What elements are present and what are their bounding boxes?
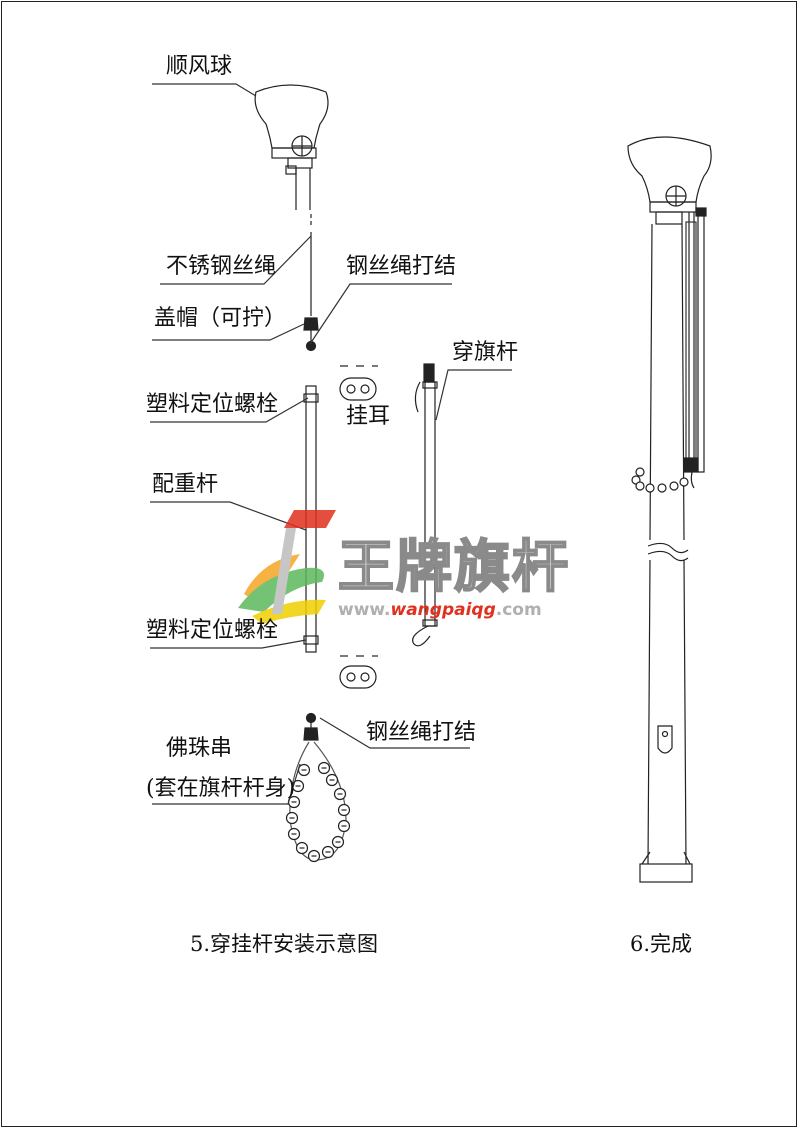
label-bead-note: (套在旗杆杆身)	[146, 776, 296, 801]
watermark-logo-mark	[238, 510, 336, 624]
label-wire-rope: 不锈钢丝绳	[166, 254, 277, 279]
ring-bead	[635, 467, 645, 477]
label-pass-pole: 穿旗杆	[452, 340, 519, 365]
watermark-url: www.wangpaiqg.com	[338, 602, 542, 619]
label-knot-top: 钢丝绳打结	[346, 254, 457, 279]
watermark-url-pre: www.	[338, 600, 391, 620]
bead-ring-on-pole	[631, 467, 689, 493]
caption-step5: 5.穿挂杆安装示意图	[190, 932, 379, 956]
watermark-url-mid: wangpaiqg	[390, 600, 496, 620]
pass-pole	[412, 363, 438, 647]
ring-bead	[657, 483, 667, 493]
label-knot-bottom: 钢丝绳打结	[366, 720, 477, 745]
watermark-url-post: .com	[495, 600, 542, 620]
bead-group	[285, 761, 351, 863]
ring-bead	[669, 481, 679, 491]
label-ball: 顺风球	[166, 54, 233, 79]
hanging-ear-top	[339, 365, 378, 401]
wire-rope	[303, 214, 319, 352]
label-cap: 盖帽（可拧）	[154, 306, 287, 331]
label-bolt-top: 塑料定位螺栓	[146, 392, 279, 417]
completed-pole	[627, 136, 712, 883]
hanging-ear-bottom	[339, 655, 378, 689]
caption-step6: 6.完成	[630, 932, 693, 956]
label-bead-string: 佛珠串	[166, 736, 233, 761]
leader-lines	[150, 83, 512, 805]
ring-bead	[679, 477, 689, 487]
label-weight-rod: 配重杆	[152, 472, 219, 497]
ring-bead	[645, 483, 655, 493]
watermark-brand: 王牌旗杆	[337, 535, 570, 600]
ring-bead	[635, 481, 645, 491]
label-bolt-bottom: 塑料定位螺栓	[146, 618, 279, 643]
label-ear: 挂耳	[346, 404, 391, 429]
ball-finial	[254, 84, 329, 210]
